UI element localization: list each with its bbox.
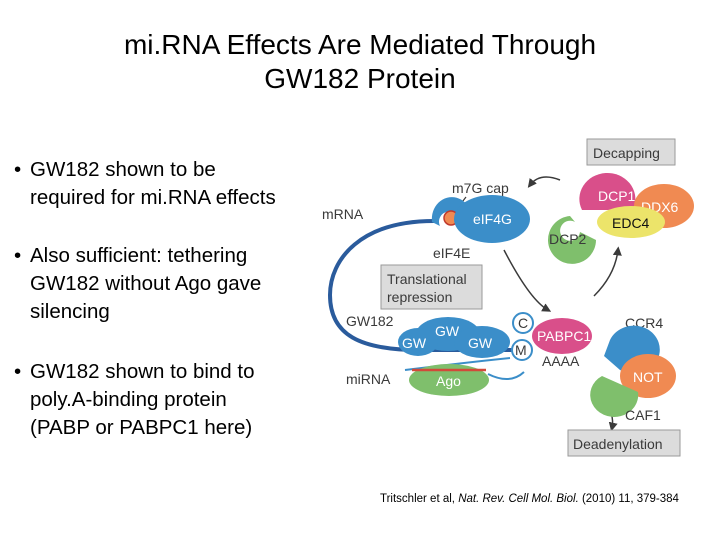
translational-repression-box (380, 264, 483, 310)
mirna-label: miRNA (346, 371, 391, 387)
c-domain (512, 312, 534, 334)
bullet-marker: • (14, 244, 22, 267)
slide-title: mi.RNA Effects Are Mediated Through GW18… (0, 28, 720, 96)
edc4-label: EDC4 (612, 215, 650, 231)
poly-a-tail-label: AAAA (542, 353, 580, 369)
gw-label-2: GW (402, 335, 427, 351)
m-label: M (515, 342, 527, 358)
arrow-translation (503, 249, 552, 312)
bullet-3: • GW182 shown to bind to poly.A-binding … (14, 358, 314, 442)
gw182-label: GW182 (346, 313, 394, 329)
bullet-text: Also sufficient: tethering GW182 without… (30, 244, 262, 323)
m7g-cap-label: m7G cap (452, 180, 509, 196)
title-line-2: GW182 Protein (264, 63, 456, 94)
pabpc1-label: PABPC1 (537, 328, 591, 344)
decapping-label: Decapping (593, 145, 660, 161)
not-label: NOT (633, 369, 663, 385)
dcp1-label: DCP1 (598, 188, 636, 204)
c-label: C (518, 315, 528, 331)
citation-authors: Tritschler et al, (380, 493, 459, 505)
translational-repression-label-2: repression (387, 289, 452, 305)
translational-repression-label-1: Translational (387, 271, 467, 287)
arrow-to-decapping (527, 176, 561, 188)
pabpc1-protein (532, 318, 592, 354)
eif4g-label: eIF4G (473, 211, 512, 227)
m-domain (511, 339, 533, 361)
deadenylation-box (567, 429, 681, 457)
gw182-domain-3 (398, 328, 438, 356)
edc4-protein (597, 206, 665, 238)
bullet-text: GW182 shown to bind to poly.A-binding pr… (30, 360, 255, 439)
bullet-2: • Also sufficient: tethering GW182 witho… (14, 242, 314, 326)
ago-protein (409, 364, 489, 396)
gw182-domain-2 (454, 326, 510, 358)
citation-details: (2010) 11, 379-384 (578, 493, 679, 505)
bullet-text: GW182 shown to be required for mi.RNA ef… (30, 158, 276, 209)
decapping-box (586, 138, 676, 166)
eif4g-protein (454, 195, 530, 243)
caf1-protein (590, 376, 639, 417)
not-protein (620, 354, 676, 398)
citation: Tritschler et al, Nat. Rev. Cell Mol. Bi… (380, 493, 679, 505)
title-line-1: mi.RNA Effects Are Mediated Through (123, 29, 597, 60)
ago-loop (487, 371, 525, 380)
mrna-label: mRNA (322, 206, 364, 222)
gw182-ago-link (404, 357, 511, 371)
gw-label-1: GW (435, 323, 460, 339)
mrna-strand (327, 218, 530, 352)
dcp2-label: DCP2 (549, 231, 587, 247)
gw-label-3: GW (468, 335, 493, 351)
dcp2-protein (548, 216, 596, 264)
ago-label: Ago (436, 373, 461, 389)
caf1-label: CAF1 (625, 407, 661, 423)
citation-journal: Nat. Rev. Cell Mol. Biol. (458, 493, 579, 505)
bullet-marker: • (14, 360, 22, 383)
eif4e-label: eIF4E (433, 245, 470, 261)
bullet-marker: • (14, 158, 22, 181)
arrow-to-dcp (593, 246, 622, 297)
dcp1-protein (579, 172, 636, 210)
bullet-1: • GW182 shown to be required for mi.RNA … (14, 156, 324, 212)
deadenylation-label: Deadenylation (573, 436, 663, 452)
